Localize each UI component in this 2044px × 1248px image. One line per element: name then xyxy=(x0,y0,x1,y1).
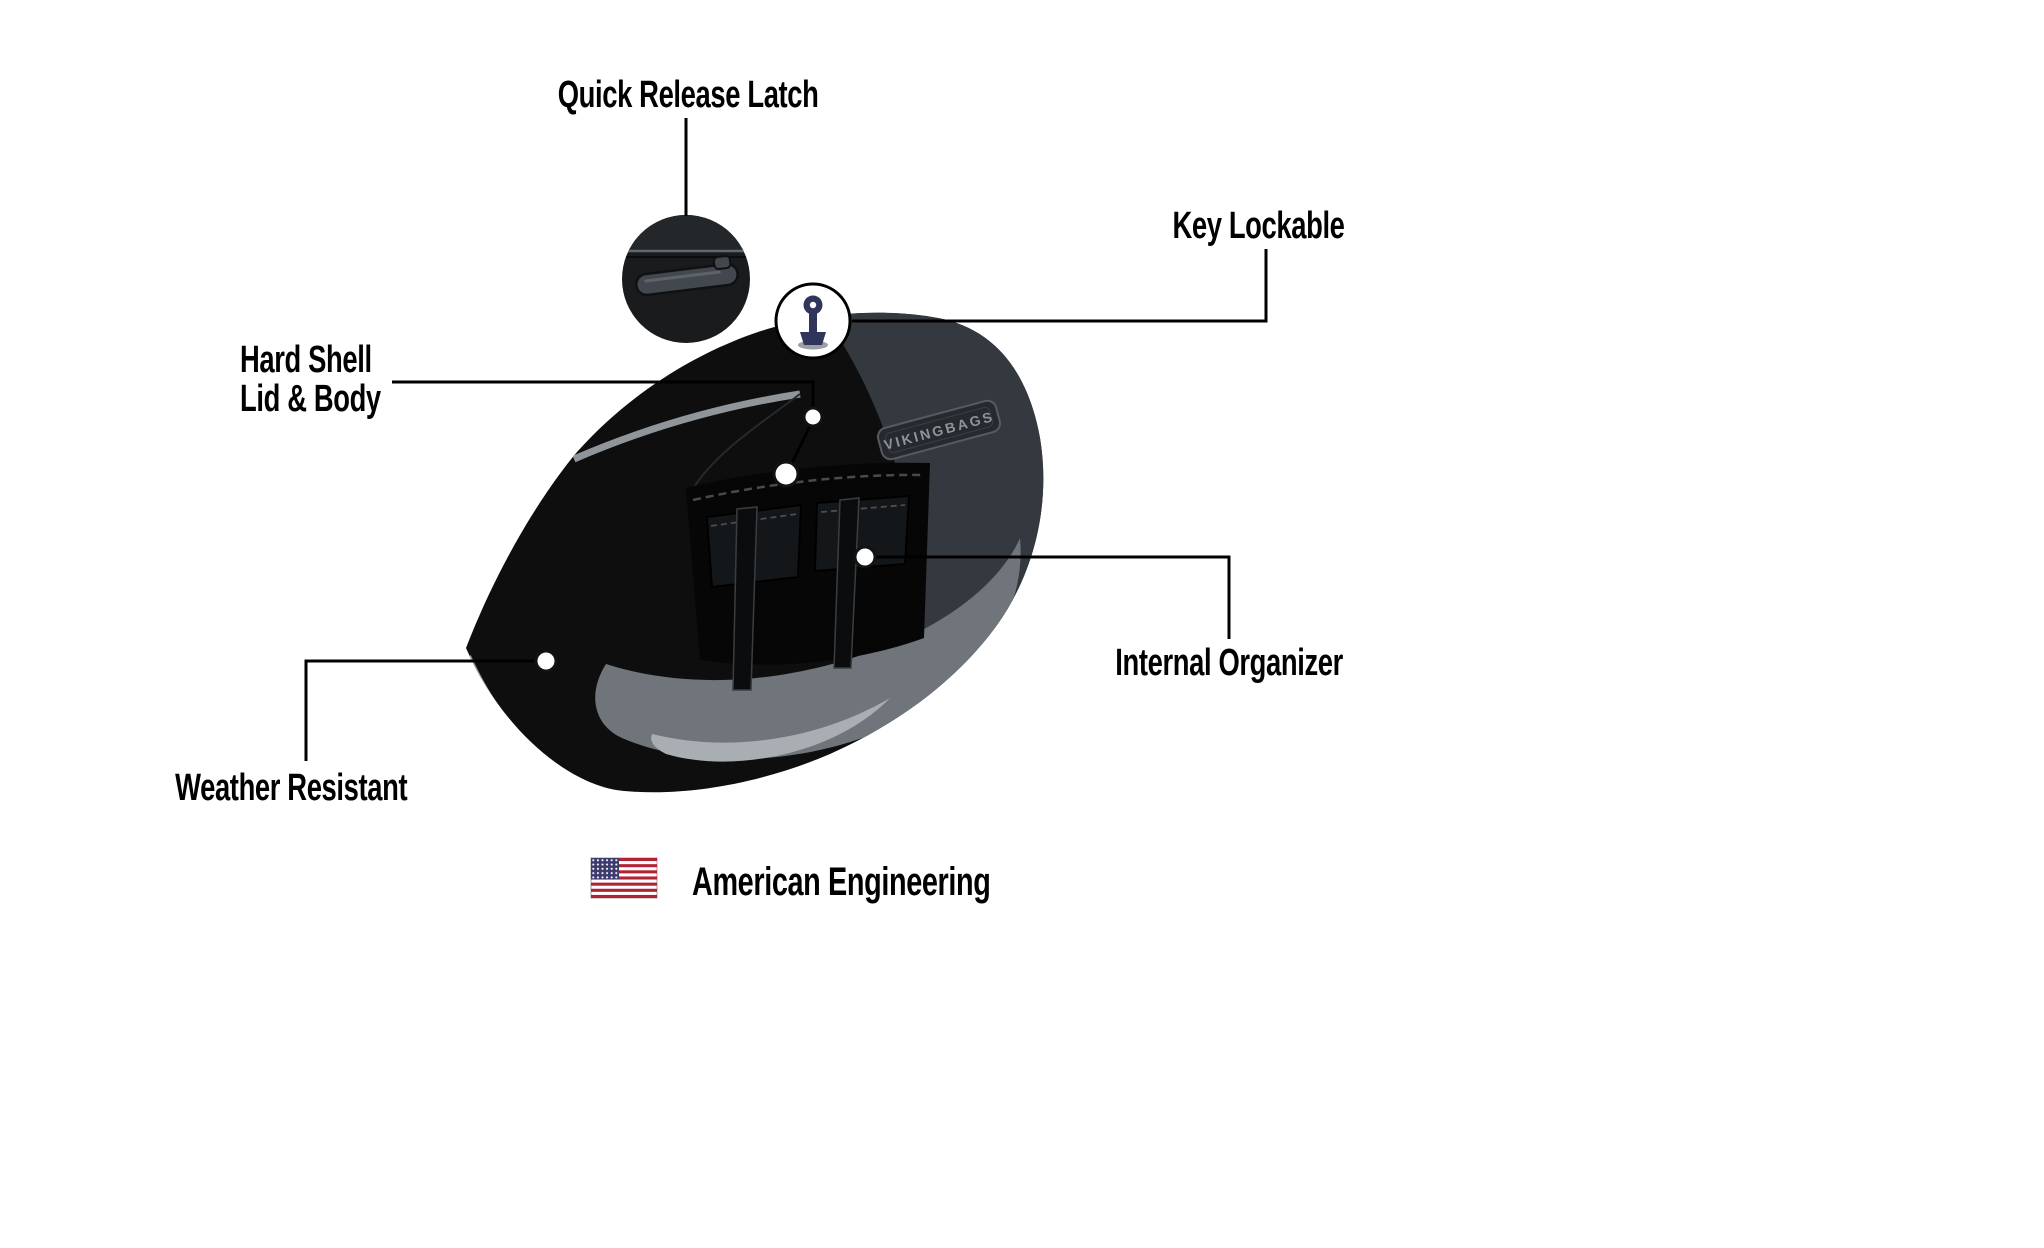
brand-badge-plate xyxy=(876,399,1002,461)
bag-lid-charcoal-shape xyxy=(812,312,1044,712)
callout-dot-hard-shell-lid xyxy=(802,406,824,428)
latch-lever-highlight xyxy=(644,270,721,283)
key-shaft xyxy=(809,311,817,333)
brand-badge-bevel xyxy=(884,406,994,454)
key-icon xyxy=(774,282,852,360)
callout-line-key-lockable xyxy=(852,249,1268,323)
organizer-strap-right xyxy=(833,497,860,669)
organizer-panel-stitching xyxy=(692,473,925,502)
label-american-engineering: American Engineering xyxy=(692,860,991,904)
bag-bottom-highlight xyxy=(651,698,890,762)
bag-lid-inner-seam xyxy=(691,393,801,491)
label-hard-shell-lid-body: Hard Shell Lid & Body xyxy=(240,339,381,420)
flag-stripe xyxy=(591,864,657,868)
latch-lever-tab xyxy=(712,255,732,271)
callout-lines xyxy=(304,118,1268,761)
bag-bottom-gray-band xyxy=(595,538,1021,760)
saddlebag-illustration: VIKINGBAGS xyxy=(466,312,1044,793)
label-internal-organizer: Internal Organizer xyxy=(1115,642,1343,684)
organizer-strap-left xyxy=(732,506,758,691)
key-head-hole xyxy=(809,301,817,309)
brand-badge: VIKINGBAGS xyxy=(876,399,1002,461)
latch-detail-inset xyxy=(622,215,750,343)
flag-stripe xyxy=(591,858,657,862)
latch-inset-upper-shade xyxy=(622,215,750,251)
callout-line-hard-shell xyxy=(392,380,815,407)
label-weather-resistant: Weather Resistant xyxy=(174,767,408,809)
flag-stripe xyxy=(591,894,657,898)
label-quick-release-latch: Quick Release Latch xyxy=(557,74,819,116)
flag-stripe xyxy=(591,876,657,880)
callout-line-internal-organizer xyxy=(876,555,1231,639)
callout-dot-weather-resistant xyxy=(534,649,558,673)
callout-line-weather-resistant xyxy=(304,659,535,761)
flag-stripe xyxy=(591,882,657,886)
flag-stripe xyxy=(591,870,657,874)
callout-dots xyxy=(534,406,877,673)
key-bow xyxy=(800,332,826,345)
callout-dot-internal-organizer xyxy=(853,545,877,569)
callout-dot-hard-shell-body xyxy=(772,460,800,488)
flag-stripe xyxy=(591,888,657,892)
us-flag-icon xyxy=(590,857,658,899)
flag-stars xyxy=(591,858,619,880)
callout-line-hard-shell-lower xyxy=(790,425,812,464)
label-key-lockable: Key Lockable xyxy=(1171,205,1345,247)
bag-lid-seam-accent xyxy=(572,390,801,463)
organizer-pocket-right-stitching xyxy=(820,504,906,513)
